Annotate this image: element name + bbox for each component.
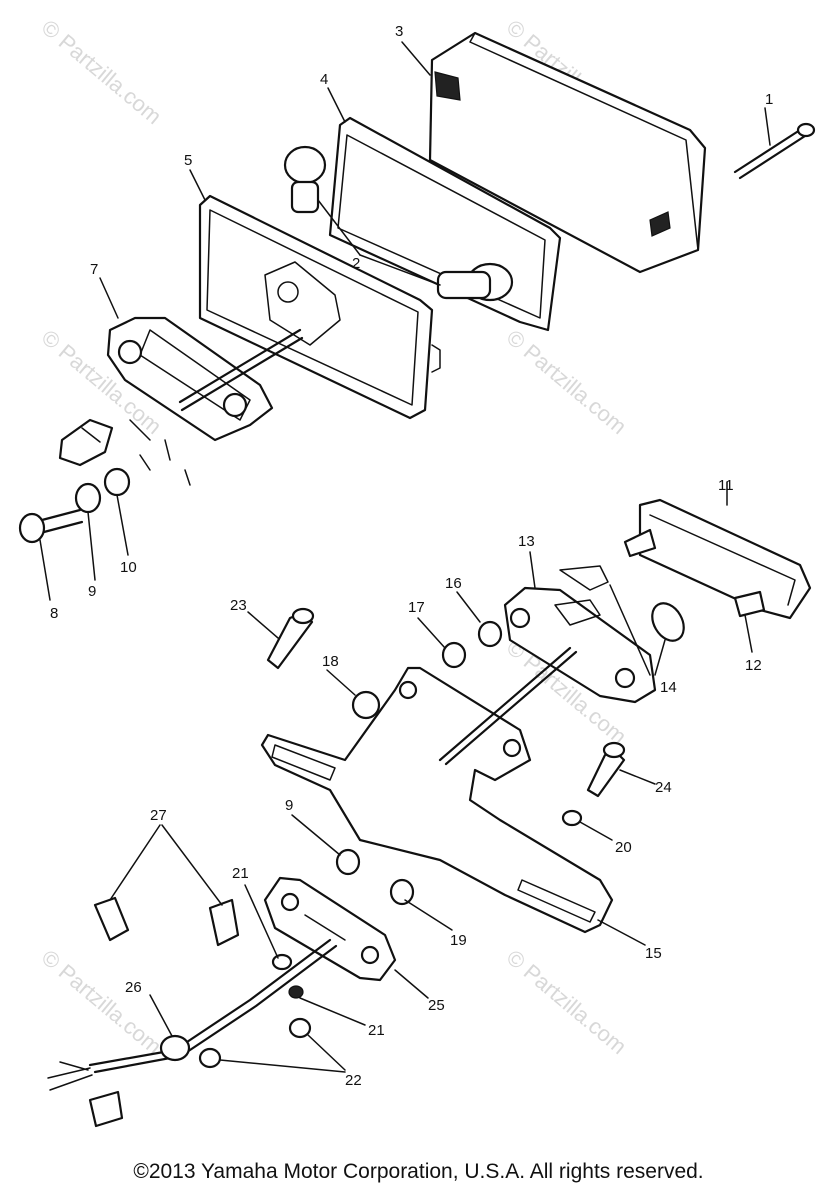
part-15-bracket — [260, 646, 614, 934]
copyright-notice: ©2013 Yamaha Motor Corporation, U.S.A. A… — [133, 1160, 704, 1183]
part-1-screw — [733, 122, 816, 180]
callout-2: 2 — [352, 255, 360, 272]
callout-25: 25 — [428, 997, 445, 1014]
part-5-base — [198, 194, 441, 420]
callout-21-lower: 21 — [368, 1022, 385, 1039]
callout-23: 23 — [230, 597, 247, 614]
watermark: © Partzilla.com — [37, 945, 167, 1059]
callout-18: 18 — [322, 653, 339, 670]
callout-8: 8 — [50, 605, 58, 622]
part-10-nut — [103, 467, 131, 556]
part-18-nut — [351, 690, 381, 720]
part-22-cap — [288, 1017, 312, 1039]
callout-3: 3 — [395, 23, 403, 40]
callout-9-lower: 9 — [285, 797, 293, 814]
part-17-nut — [441, 641, 467, 669]
part-25-lamp — [263, 876, 397, 982]
callout-12: 12 — [745, 657, 762, 674]
callout-26: 26 — [125, 979, 142, 996]
callout-7: 7 — [90, 261, 98, 278]
callout-20: 20 — [615, 839, 632, 856]
callout-13: 13 — [518, 533, 535, 550]
part-9-washer — [74, 482, 102, 581]
part-3-lens — [428, 31, 707, 274]
callout-15: 15 — [645, 945, 662, 962]
callout-22: 22 — [345, 1072, 362, 1089]
part-27-clip — [93, 824, 161, 942]
callout-27: 27 — [150, 807, 167, 824]
part-26-harness — [47, 938, 338, 1128]
part-2-bulb — [359, 254, 514, 302]
watermark: © Partzilla.com — [502, 325, 632, 439]
part-20-clip — [561, 809, 583, 827]
callout-14: 14 — [660, 679, 677, 696]
callout-1: 1 — [765, 91, 773, 108]
part-13-plate — [503, 565, 657, 704]
callout-10: 10 — [120, 559, 137, 576]
part-19-collar — [389, 878, 415, 906]
watermark: © Partzilla.com — [502, 945, 632, 1059]
callout-5: 5 — [184, 152, 192, 169]
callout-24: 24 — [655, 779, 672, 796]
part-27-clip — [161, 824, 240, 947]
callout-16: 16 — [445, 575, 462, 592]
watermark: © Partzilla.com — [37, 15, 167, 129]
part-socket — [58, 418, 191, 486]
part-9-lower-washer — [335, 848, 361, 876]
part-21-grommet — [244, 884, 293, 971]
part-22-cap — [198, 1034, 346, 1073]
callout-4: 4 — [320, 71, 328, 88]
part-23-bolt — [266, 607, 315, 670]
part-7-bracket — [106, 316, 304, 442]
callout-17: 17 — [408, 599, 425, 616]
part-24-bolt — [586, 741, 626, 798]
callout-19: 19 — [450, 932, 467, 949]
part-16-nut — [477, 620, 503, 648]
part-14-bulb — [609, 584, 685, 676]
part-21-grommet — [288, 985, 304, 999]
part-2-bulb — [283, 145, 361, 256]
callout-labels: 3 4 5 2 7 1 8 9 10 11 12 13 14 16 17 23 … — [50, 23, 773, 1089]
callout-21: 21 — [232, 865, 249, 882]
leader-lines — [99, 41, 771, 1026]
callout-11: 11 — [718, 477, 734, 494]
part-8-screw — [18, 508, 84, 601]
part-11-light — [623, 481, 812, 620]
callout-9: 9 — [88, 583, 96, 600]
